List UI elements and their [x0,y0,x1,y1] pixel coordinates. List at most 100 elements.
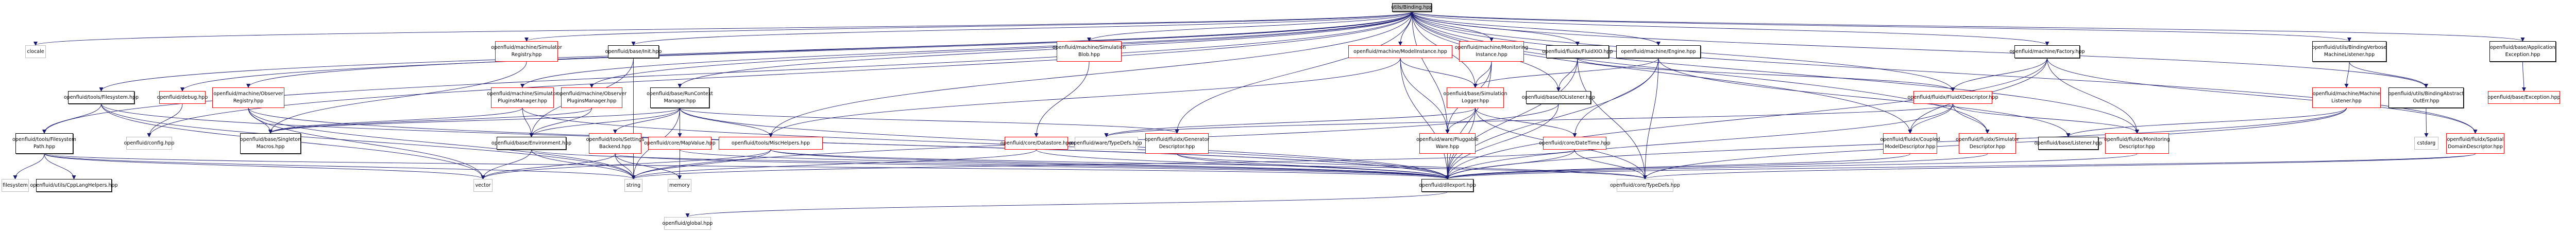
node-fluidx-monitoring-descriptor[interactable]: openfluid/fluidx/Monitoring Descriptor.h… [2104,133,2170,154]
node-dllexport[interactable]: openfluid/dllexport.hpp [1419,179,1476,192]
edge-simlog-to-datetime [1475,107,1577,137]
edge-runctx-to-gendesc [680,107,1179,134]
edge-fluidxio-to-iolistener [1556,58,1578,92]
node-utils-cpplanghelpers[interactable]: openfluid/utils/CppLangHelpers.hpp [30,179,118,192]
node-base-environment[interactable]: openfluid/base/Environment.hpp [492,137,571,150]
edge-coupled-to-dllexport [1445,153,1910,179]
node-machine-simulation-blob[interactable]: openfluid/machine/Simulation Blob.hpp [1053,41,1126,62]
node-machine-observer-plugins[interactable]: openfluid/machine/Observer PluginsManage… [557,87,626,108]
node-fluidx-generator-descriptor[interactable]: openfluid/fluidx/Generator Descriptor.hp… [1145,133,1209,154]
edge-spatial-to-dllexport [1446,153,2476,179]
node-vector[interactable]: vector [473,179,493,192]
node-global[interactable]: openfluid/global.hpp [663,217,713,230]
edge-fxdesc-to-coupled [1908,103,1953,134]
node-machine-simulator-plugins[interactable]: openfluid/machine/Simulator PluginsManag… [487,87,558,108]
node-ware-typedefs[interactable]: openfluid/ware/TypeDefs.hpp [1071,137,1142,150]
node-fluidx-fluidxio[interactable]: openfluid/fluidx/FluidXIO.hpp [1542,45,1613,58]
edge-obsplug-to-env [529,107,592,137]
node-base-iolistener[interactable]: openfluid/base/IOListener.hpp [1522,91,1595,104]
edge-factory-to-dllexport [1445,58,2047,179]
edge-datetime-to-string [631,149,1575,179]
edge-verbose-to-machlistener [2344,61,2350,88]
node-base-exception[interactable]: openfluid/base/Exception.hpp [2487,91,2561,104]
edge-simplug-to-singleton [268,107,523,134]
edge-modelinst-to-simlog [1400,58,1478,88]
node-fluidx-coupled-model-descriptor[interactable]: openfluid/fluidx/Coupled ModelDescriptor… [1880,133,1940,154]
node-base-application-exception[interactable]: openfluid/base/Application Exception.hpp [2489,41,2556,62]
node-filesystem[interactable]: filesystem [2,179,29,192]
node-fluidx-spatial-domain-descriptor[interactable]: openfluid/fluidx/Spatial DomainDescripto… [2446,133,2504,154]
edge-settings-to-dllexport [615,153,1450,179]
node-machine-observer-registry[interactable]: openfluid/machine/Observer Registry.hpp [212,87,284,108]
edge-root-to-appexc [1412,11,2524,42]
node-machine-engine[interactable]: openfluid/machine/Engine.hpp [1616,45,1701,58]
edge-root-to-engine [1412,11,1660,46]
node-config[interactable]: openfluid/config.hpp [124,137,174,150]
node-machine-factory[interactable]: openfluid/machine/Factory.hpp [2009,45,2085,58]
edge-settings-to-memory [615,153,682,179]
edge-runctx-to-misc [680,107,773,137]
node-fluidx-simulator-descriptor[interactable]: openfluid/fluidx/Simulator Descriptor.hp… [1956,133,2019,154]
edge-root-to-mondesc [1412,11,2139,134]
node-base-simulation-logger[interactable]: openfluid/base/Simulation Logger.hpp [1443,87,1507,108]
edge-simblob-to-datastore [1034,61,1090,137]
node-core-datastore[interactable]: openfluid/core/Datastore.hpp [1001,137,1072,150]
edge-root-to-fspath [42,11,1412,134]
edge-fxdesc-to-waretypedefs [1104,103,1953,137]
edge-root-to-debug [180,11,1412,92]
edge-factory-to-spatial [2047,58,2478,134]
edge-root-to-clocale [33,11,1412,46]
edge-root-to-factory [1412,11,2049,46]
node-tools-filesystem-path[interactable]: openfluid/tools/Filesystem Path.hpp [12,133,76,154]
node-machine-machine-listener[interactable]: openfluid/machine/Machine Listener.hpp [2312,87,2381,108]
edge-machlistener-to-listener [2066,107,2347,137]
edge-engine-to-dllexport [1445,58,1659,179]
edge-root-to-verbose [1412,11,2351,42]
edge-runctx-to-settings [613,107,680,134]
node-core-typedefs[interactable]: openfluid/core/TypeDefs.hpp [1610,179,1680,192]
edge-datastore-to-dllexport [1036,149,1450,179]
node-utils-binding-verbose-listener[interactable]: openfluid/utils/BindingVerbose MachineLi… [2312,41,2386,62]
node-tools-settings-backend[interactable]: openfluid/tools/Settings Backend.hpp [586,133,644,154]
node-ware-pluggable-ware[interactable]: openfluid/ware/Pluggable Ware.hpp [1416,133,1479,154]
edge-fs-to-string [101,103,636,179]
edge-dllexport-to-global [685,191,1448,218]
edge-env-to-dllexport [531,149,1450,179]
edge-fluidxio-to-dllexport [1445,58,1578,179]
node-root-binding[interactable]: utils/Binding.hpp [1391,3,1433,12]
node-base-singleton-macros[interactable]: openfluid/base/Singleton Macros.hpp [240,133,301,154]
node-cstdarg[interactable]: cstdarg [2414,137,2438,150]
node-machine-monitoring-instance[interactable]: openfluid/machine/Monitoring Instance.hp… [1455,41,1528,62]
node-base-runcontext-manager[interactable]: openfluid/base/RunContext Manager.hpp [647,87,713,108]
edge-runctx-to-env [529,107,680,137]
edge-appexc-to-exception [2521,61,2526,92]
edge-root-to-simplug [520,11,1412,88]
edge-factory-to-mondesc [2047,58,2139,134]
edge-abstractout-to-cstdarg [2424,107,2429,137]
edge-root-to-obsreg [246,11,1412,88]
node-utils-binding-abstract-outerr[interactable]: openfluid/utils/BindingAbstract OutErr.h… [2388,87,2464,108]
node-tools-filesystem[interactable]: openfluid/tools/Filesystem.hpp [64,91,139,104]
edge-fluidxio-to-fxdesc [1577,58,1955,92]
node-clocale[interactable]: clocale [25,45,46,58]
edge-simlog-to-waretypedefs [1104,107,1476,137]
node-memory[interactable]: memory [668,179,691,192]
node-tools-mischelpers[interactable]: openfluid/tools/MiscHelpers.hpp [719,137,823,150]
node-base-init[interactable]: openfluid/base/Init.hpp [605,45,662,58]
edge-root-to-misc [769,11,1412,137]
edge-gendesc-to-coretypedefs [1177,153,1647,179]
node-core-datetime[interactable]: openfluid/core/DateTime.hpp [1539,137,1611,150]
edge-engine-to-listener [1658,58,2071,137]
node-core-mapvalue[interactable]: openfluid/core/MapValue.hpp [644,137,716,150]
node-string[interactable]: string [624,179,642,192]
edge-runctx-to-singleton [268,107,680,134]
edge-modelinst-to-misc [769,58,1401,137]
node-machine-modelinstance[interactable]: openfluid/machine/ModelInstance.hpp [1348,45,1452,58]
edge-fspath-to-filesystem [13,153,45,179]
node-machine-simulator-registry[interactable]: openfluid/machine/Simulator Registry.hpp [491,41,562,62]
edge-simdesc-to-dllexport [1445,153,1988,179]
node-base-listener[interactable]: openfluid/base/Listener.hpp [2035,137,2102,150]
edge-fxdesc-to-dllexport [1445,103,1953,179]
node-debug[interactable]: openfluid/debug.hpp [157,91,208,104]
node-fluidx-fluidxdescriptor[interactable]: openfluid/fluidx/FluidXDescriptor.hpp [1908,91,1998,104]
